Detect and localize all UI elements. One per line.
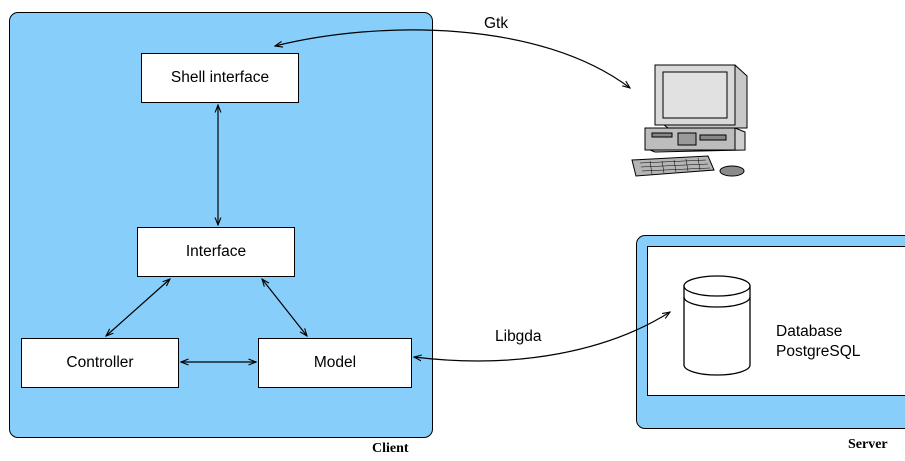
edge-interface-controller (106, 279, 170, 336)
database-label: Database PostgreSQL (776, 322, 860, 362)
database-label-line1: Database (776, 323, 843, 340)
edge-libgda (414, 312, 670, 362)
interface-node: Interface (137, 227, 295, 277)
interface-label: Interface (185, 243, 247, 260)
libgda-edge-label: Libgda (495, 328, 542, 345)
gtk-edge-label: Gtk (484, 15, 509, 32)
model-node: Model (258, 338, 412, 388)
model-label: Model (313, 354, 357, 371)
shell-interface-label: Shell interface (170, 69, 270, 86)
database-label-line2: PostgreSQL (776, 343, 861, 360)
shell-interface-node: Shell interface (141, 53, 299, 103)
controller-node: Controller (21, 338, 179, 388)
edge-interface-model (262, 279, 307, 336)
controller-label: Controller (66, 354, 134, 371)
server-caption: Server (848, 437, 888, 452)
client-caption: Client (372, 441, 409, 456)
edge-gtk (275, 29, 630, 88)
desktop-computer-icon (631, 64, 748, 177)
database-cylinder-icon (683, 275, 751, 376)
